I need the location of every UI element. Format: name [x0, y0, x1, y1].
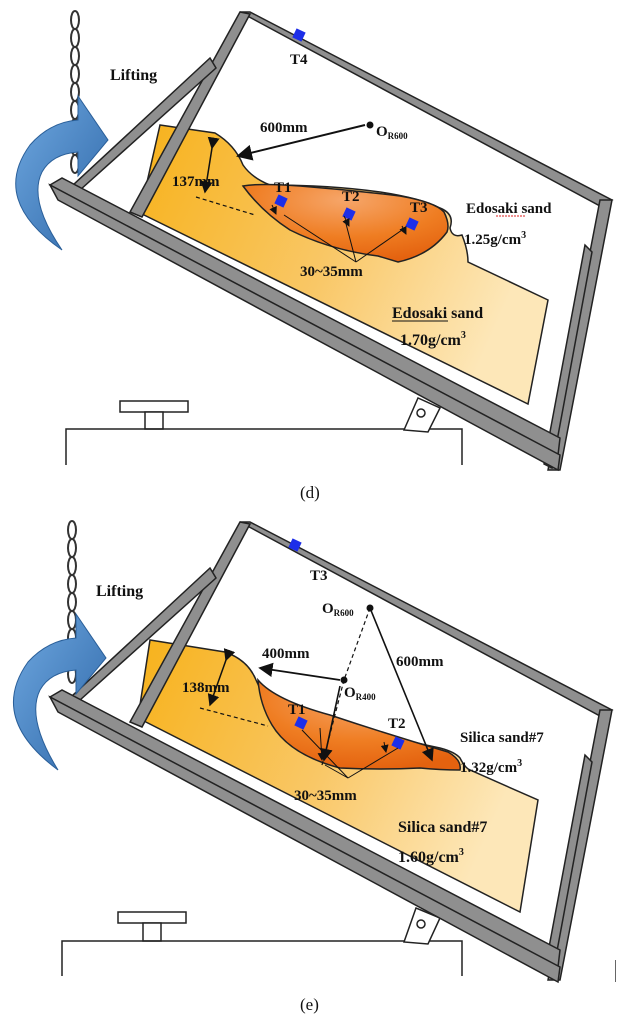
- thickness-label: 138mm: [182, 680, 230, 696]
- radius-label-400: 400mm: [262, 646, 310, 662]
- upper-sand-mass: [257, 677, 461, 771]
- lifting-arrow-icon: [15, 94, 109, 251]
- lifting-arrow-icon: [13, 612, 107, 771]
- margin-mark: [615, 960, 616, 982]
- upper-sand-name: Edosaki sand: [466, 201, 552, 217]
- lower-sand-name: Edosaki sand: [392, 305, 483, 322]
- dashed-base-line: [195, 196, 256, 216]
- upper-sand-density: 1.25g/cm3: [464, 230, 526, 248]
- center-label: OR600: [376, 124, 408, 141]
- center-link-dashed: [343, 607, 371, 681]
- thickness-arrow: [200, 136, 220, 194]
- sensor-label-t3: T3: [410, 200, 428, 216]
- sensor-label-t4: T4: [290, 52, 308, 68]
- sensor-label-t1: T1: [274, 180, 292, 196]
- lower-sand-density: 1.70g/cm3: [400, 330, 466, 349]
- tilting-frame: [48, 521, 614, 984]
- hinge: [402, 397, 442, 433]
- sensor-icon: [292, 28, 306, 42]
- lower-sand-name: Silica sand#7: [398, 819, 487, 836]
- sensor-icon: [294, 716, 308, 730]
- dashed-base-line: [199, 707, 269, 727]
- caption-e: (e): [300, 995, 319, 1014]
- center-label-r400: OR400: [344, 685, 376, 702]
- depth-lines: [269, 204, 407, 263]
- sensor-label-t1: T1: [288, 702, 306, 718]
- sensor-label-t2: T2: [388, 716, 406, 732]
- radius-arrow-400-b: [320, 685, 341, 762]
- sensor-icon: [391, 736, 405, 750]
- depth-lines: [301, 727, 399, 779]
- sensor-icon: [405, 217, 419, 231]
- center-point: [366, 121, 374, 129]
- base-table: [61, 911, 463, 976]
- radius-arrow-400: [258, 662, 341, 681]
- lower-sand-density: 1.60g/cm3: [398, 847, 464, 866]
- tilting-frame: [48, 11, 614, 472]
- thickness-label: 137mm: [172, 174, 220, 190]
- panel-d: Lifting T4 T1 T2 T3 600mm OR600 137mm 30…: [15, 10, 614, 502]
- radius-label: 600mm: [260, 120, 308, 136]
- depth-label: 30~35mm: [300, 264, 363, 280]
- lifting-label: Lifting: [96, 583, 143, 600]
- thickness-arrow: [207, 648, 236, 707]
- radius-arrow: [236, 124, 366, 161]
- sensor-icon: [288, 538, 302, 552]
- depth-label: 30~35mm: [294, 788, 357, 804]
- upper-sand-density: 1.32g/cm3: [460, 758, 522, 776]
- sensor-icon: [342, 207, 356, 221]
- base-table: [65, 400, 463, 465]
- sensor-label-t2: T2: [342, 189, 360, 205]
- sensor-icon: [274, 194, 288, 208]
- radius-arrow-600: [369, 607, 434, 762]
- panel-e: Lifting T3 T1 T2 OR600 OR400 400mm 600mm…: [13, 520, 614, 1014]
- caption-d: (d): [300, 483, 320, 502]
- center-label-r600: OR600: [322, 601, 354, 618]
- lifting-label: Lifting: [110, 67, 157, 84]
- upper-sand-name: Silica sand#7: [460, 730, 544, 746]
- sensor-label-t3: T3: [310, 568, 328, 584]
- radius-label-600: 600mm: [396, 654, 444, 670]
